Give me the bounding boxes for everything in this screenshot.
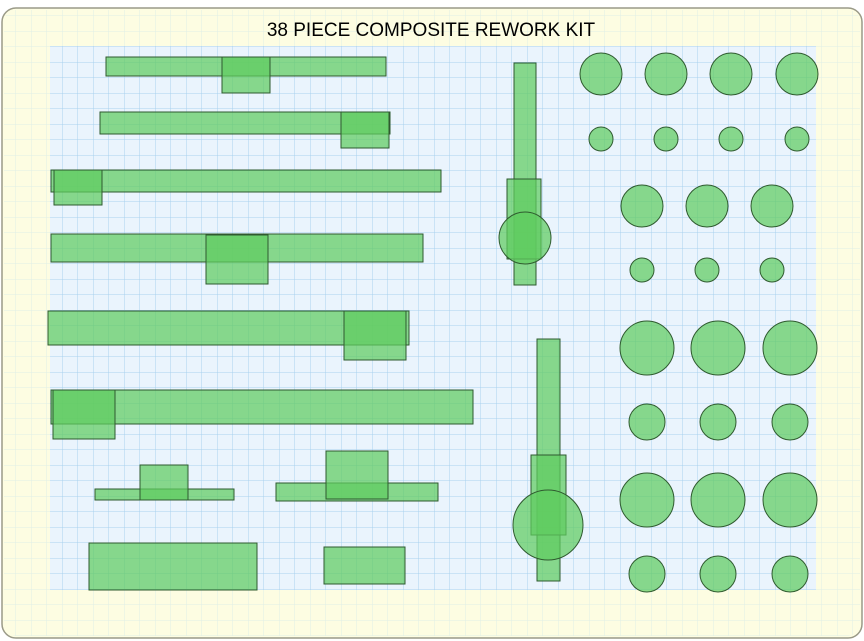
disc-piece — [628, 555, 666, 593]
disc-piece — [619, 472, 675, 528]
kit-pieces — [47, 52, 819, 593]
block-piece-2 — [323, 546, 406, 585]
block-piece-1 — [88, 542, 258, 591]
strip-piece-3 — [50, 169, 442, 193]
disc-piece — [771, 403, 809, 441]
disc-piece — [644, 52, 688, 96]
disc-piece — [775, 52, 819, 96]
disc-piece — [628, 403, 666, 441]
tab-piece-6 — [52, 389, 116, 440]
disc-piece — [629, 257, 655, 283]
disc-piece — [619, 320, 675, 376]
disc-piece — [709, 52, 753, 96]
disc-piece — [694, 257, 720, 283]
disc-piece — [579, 52, 623, 96]
tab-piece-5 — [343, 310, 407, 361]
disc-piece — [620, 184, 664, 228]
disc-piece — [685, 184, 729, 228]
tab-piece-2 — [340, 111, 390, 149]
cap-piece-2 — [325, 450, 389, 500]
strip-piece-6 — [50, 389, 474, 425]
tab-piece-1 — [221, 56, 271, 94]
disc-piece — [771, 555, 809, 593]
disc-piece-assembly-2 — [512, 489, 584, 561]
tab-piece-3 — [53, 169, 103, 206]
disc-piece — [690, 320, 746, 376]
disc-piece — [784, 126, 810, 152]
strip-piece-2 — [99, 111, 391, 135]
cap-piece-1 — [139, 464, 189, 501]
disc-piece — [762, 472, 818, 528]
disc-piece — [699, 403, 737, 441]
disc-piece — [718, 126, 744, 152]
disc-piece-assembly-1 — [498, 211, 552, 265]
disc-piece — [699, 555, 737, 593]
disc-piece — [690, 472, 746, 528]
disc-piece — [762, 320, 818, 376]
kit-title: 38 PIECE COMPOSITE REWORK KIT — [267, 20, 596, 41]
disc-piece — [750, 184, 794, 228]
disc-piece — [759, 257, 785, 283]
disc-piece — [653, 126, 679, 152]
tab-piece-4 — [205, 234, 269, 285]
disc-piece — [588, 126, 614, 152]
